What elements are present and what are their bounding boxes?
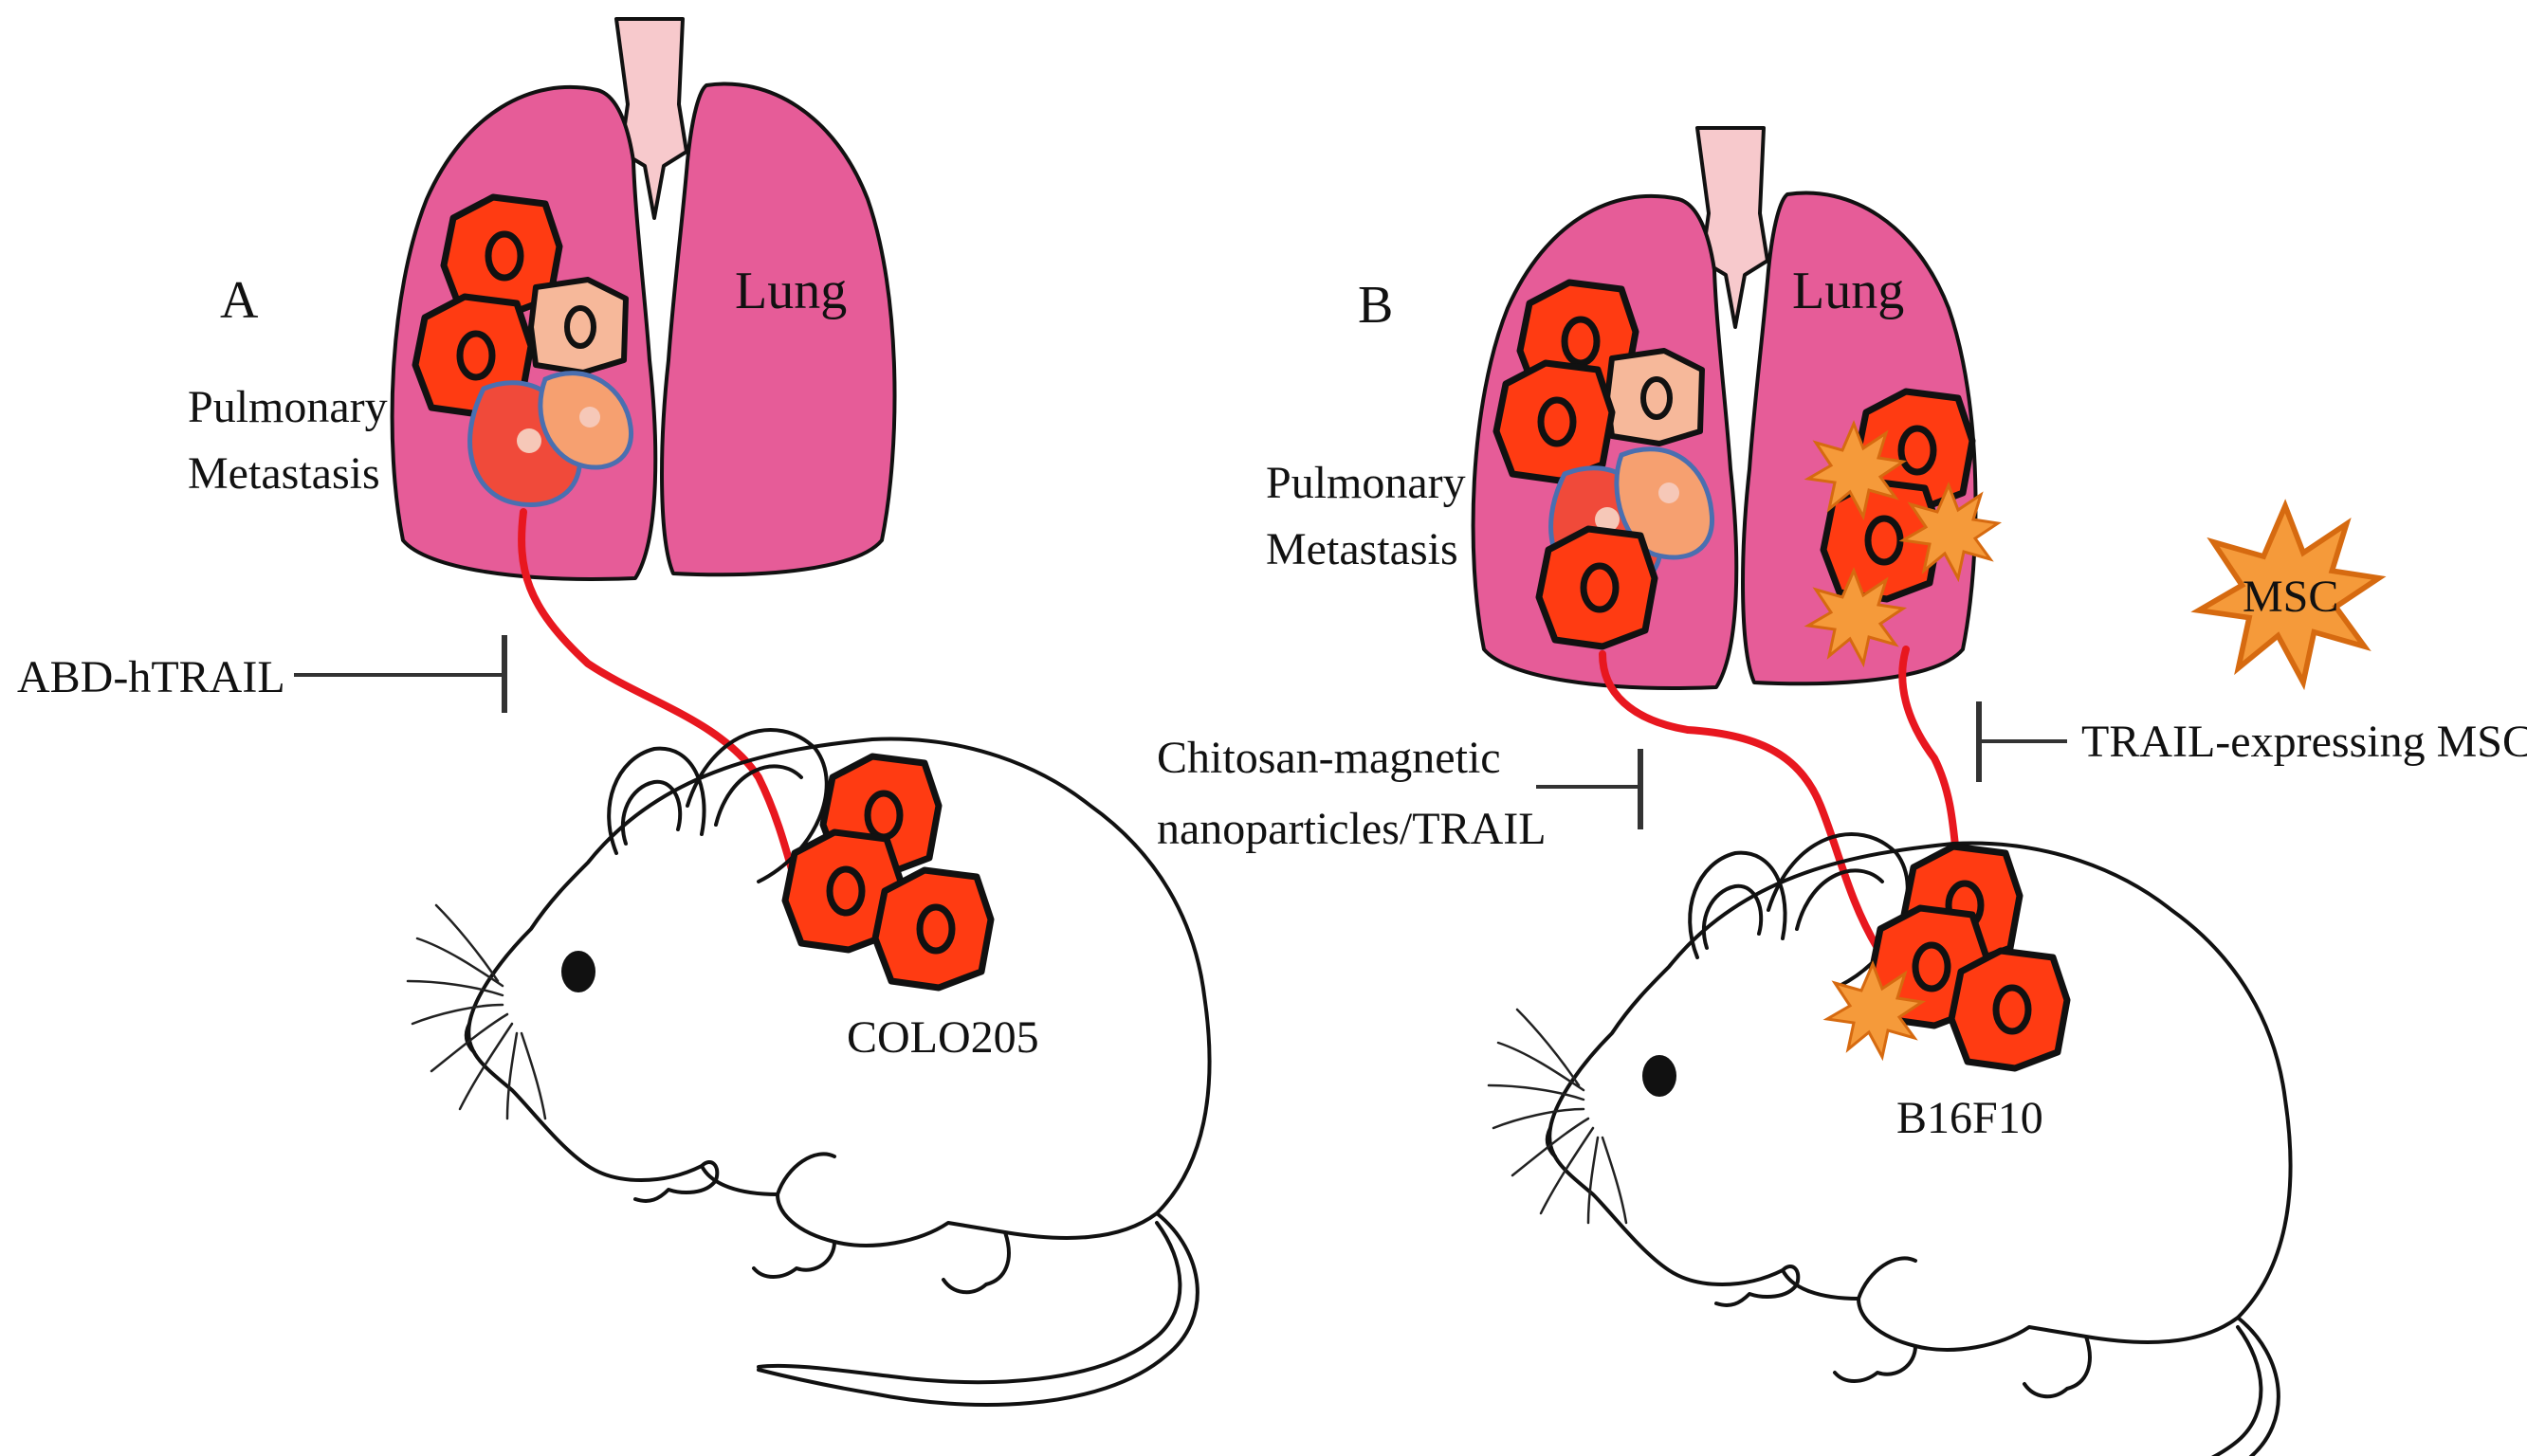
- tumor-cell: [1951, 951, 2067, 1068]
- panel-a-letter: A: [220, 271, 259, 330]
- panel-b: B Lung Pulmonary Metastasis MSC Chito: [1157, 126, 2527, 1456]
- panel-a-mouse: [406, 728, 1212, 1407]
- panel-b-lung-metastasis-left: [1496, 282, 1715, 646]
- panel-a-inhibitor-label: ABD-hTRAIL: [17, 652, 285, 702]
- pale-cell: [1607, 351, 1702, 444]
- msc-legend-label: MSC: [2243, 572, 2338, 622]
- panel-a-tumor-label: COLO205: [847, 1012, 1039, 1063]
- tumor-cell: [1496, 363, 1612, 481]
- cell-nucleus: [1658, 482, 1679, 503]
- panel-a-primary-tumor: [785, 756, 991, 988]
- panel-b-metastasis-line1: Pulmonary: [1266, 458, 1466, 508]
- panel-a-metastasis-route: [518, 508, 800, 890]
- panel-b-metastasis-line2: Metastasis: [1266, 524, 1458, 574]
- cell-nucleus: [1595, 507, 1620, 532]
- panel-b-tumor-label: B16F10: [1896, 1093, 2043, 1143]
- panel-a: A Lung Pulmonary Metastasis ABD-hTRAIL C…: [17, 17, 1212, 1407]
- cell-nucleus: [517, 428, 541, 453]
- panel-b-inhibitor-left-line1: Chitosan-magnetic: [1157, 733, 1501, 783]
- panel-b-lung-label: Lung: [1792, 262, 1904, 320]
- panel-a-lung-metastasis-cluster: [415, 197, 634, 507]
- tumor-cell: [875, 870, 991, 988]
- panel-b-primary-tumor: [1825, 846, 2067, 1068]
- panel-b-inhibitor-left-line2: nanoparticles/TRAIL: [1157, 804, 1547, 854]
- cell-nucleus: [579, 407, 600, 428]
- panel-b-letter: B: [1358, 276, 1393, 335]
- panel-b-inhibitor-right-label: TRAIL-expressing MSCs: [2081, 717, 2527, 767]
- panel-a-lung-label: Lung: [735, 262, 847, 320]
- panel-a-metastasis-line1: Pulmonary: [188, 382, 388, 432]
- tumor-cell: [1539, 529, 1655, 646]
- panel-a-metastasis-line2: Metastasis: [188, 448, 380, 499]
- panel-b-metastasis-route-left: [1599, 650, 1881, 952]
- pale-cell: [531, 280, 626, 373]
- dissociating-cell: [1614, 446, 1715, 560]
- panel-b-metastasis-route-right: [1898, 646, 1962, 876]
